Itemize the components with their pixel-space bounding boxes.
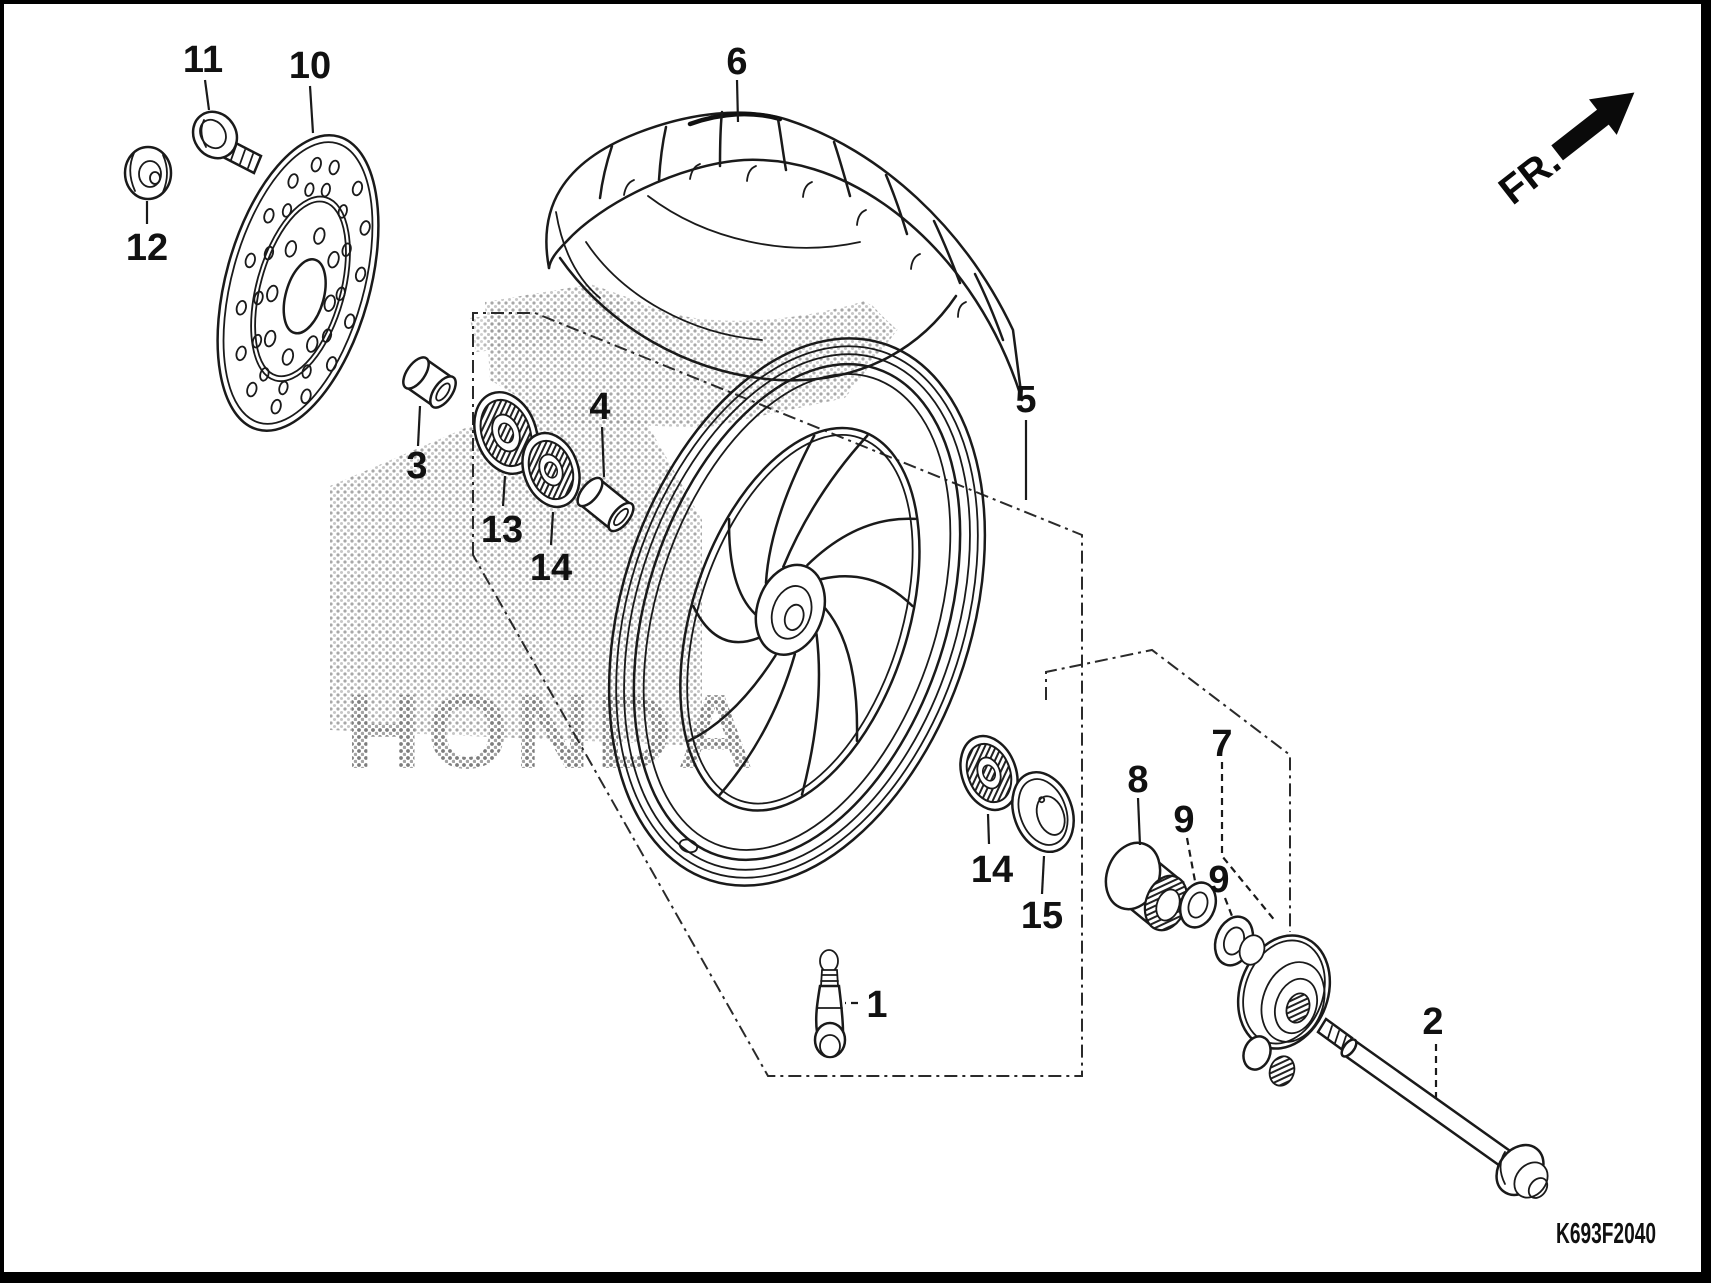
bearing-part-14-right (959, 734, 1019, 812)
brake-disc-part-10 (216, 134, 380, 432)
callout-11-disc-bolt[interactable]: 11 (183, 39, 223, 81)
callout-4-collar[interactable]: 4 (589, 386, 610, 428)
collar-part-4 (576, 476, 635, 533)
bearing-part-14-left (521, 431, 581, 509)
leader-7 (1220, 762, 1277, 923)
callout-1-tire-valve[interactable]: 1 (866, 984, 887, 1026)
axle-nut-part-12 (123, 145, 173, 201)
callout-7-speedo-gear[interactable]: 7 (1211, 723, 1232, 765)
leader-13 (501, 475, 507, 507)
callout-2-axle[interactable]: 2 (1422, 1001, 1443, 1043)
fr-arrow-shaft (1551, 107, 1612, 161)
front-direction-indicator: FR. (1491, 92, 1635, 213)
diagram-code: K693F2040 (1556, 1218, 1656, 1250)
callout-12-axle-nut[interactable]: 12 (126, 227, 168, 269)
assembly-boundary-wheel (472, 312, 1083, 1077)
callout-9b-washer[interactable]: 9 (1208, 859, 1229, 901)
callout-3-collar[interactable]: 3 (406, 445, 427, 487)
fr-arrow-head (1589, 92, 1635, 135)
washer-part-9a (1178, 881, 1218, 929)
leader-14b (986, 813, 991, 845)
callout-5-wheel[interactable]: 5 (1015, 379, 1036, 421)
wheel-part-5 (607, 337, 987, 887)
callout-13-bearing[interactable]: 13 (481, 509, 523, 551)
callout-10-brake-disc[interactable]: 10 (289, 45, 331, 87)
leader-10 (308, 85, 315, 134)
leader-lines (145, 79, 1438, 1104)
callout-14a-bearing[interactable]: 14 (530, 547, 572, 589)
speedometer-gearbox-part-7 (1236, 934, 1332, 1087)
collar-part-3 (402, 356, 457, 409)
leader-4 (600, 426, 606, 478)
callout-15-dust-seal[interactable]: 15 (1021, 895, 1063, 937)
callout-14b-bearing[interactable]: 14 (971, 849, 1013, 891)
leader-9b (1223, 897, 1234, 917)
part-callouts: 1 2 3 4 5 6 7 8 9 9 10 11 12 13 14 14 15 (126, 39, 1444, 1043)
leader-15 (1040, 855, 1046, 895)
leader-8 (1136, 797, 1142, 846)
axle-part-2 (1316, 1017, 1549, 1199)
disc-bolt-part-11 (191, 110, 263, 175)
callout-9a-washer[interactable]: 9 (1173, 799, 1194, 841)
honda-watermark: HONDA (345, 673, 759, 791)
dust-seal-part-15 (1011, 770, 1075, 854)
callout-8-side-collar[interactable]: 8 (1127, 759, 1148, 801)
bearing-part-13 (473, 390, 539, 476)
callout-6-tire[interactable]: 6 (726, 41, 747, 83)
tire-part-6 (545, 110, 1024, 402)
leader-9a (1185, 837, 1197, 882)
side-collar-part-8 (1104, 841, 1189, 932)
tire-valve-part-1 (813, 949, 847, 1059)
leader-3 (416, 405, 422, 447)
leader-6 (735, 79, 740, 123)
leader-14a (549, 511, 555, 546)
assembly-boundary-speedometer-gear (1045, 648, 1291, 932)
leader-11 (203, 79, 211, 111)
